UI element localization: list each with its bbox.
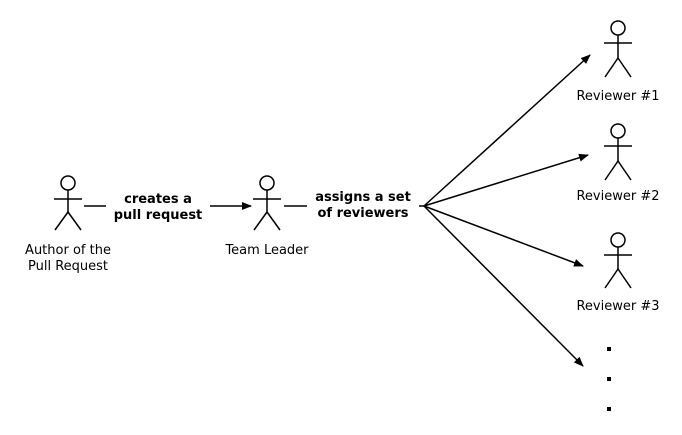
edge-to-reviewer-2 <box>423 153 589 207</box>
ellipsis-dot-2 <box>607 377 611 381</box>
author-label: Author of the Pull Request <box>25 243 111 274</box>
edge-to-reviewer-1 <box>423 54 591 207</box>
team-leader-actor-icon <box>253 175 281 231</box>
edge-to-reviewer-3 <box>423 205 584 267</box>
team-leader-label: Team Leader <box>225 243 309 258</box>
reviewer-1-label: Reviewer #1 <box>576 89 660 104</box>
reviewer-2-actor-icon <box>604 123 632 181</box>
reviewer-3-actor-icon <box>604 232 632 289</box>
reviewer-3-label: Reviewer #3 <box>576 299 660 314</box>
author-actor-icon <box>54 175 82 231</box>
reviewer-2-label: Reviewer #2 <box>576 189 660 204</box>
ellipsis-dot-3 <box>607 407 611 411</box>
edge-to-more-reviewers <box>423 205 584 367</box>
creates-pull-request-label: creates a pull request <box>106 192 210 224</box>
assigns-reviewers-label: assigns a set of reviewers <box>307 190 419 222</box>
reviewer-1-actor-icon <box>604 20 632 78</box>
ellipsis-dot-1 <box>607 347 611 351</box>
